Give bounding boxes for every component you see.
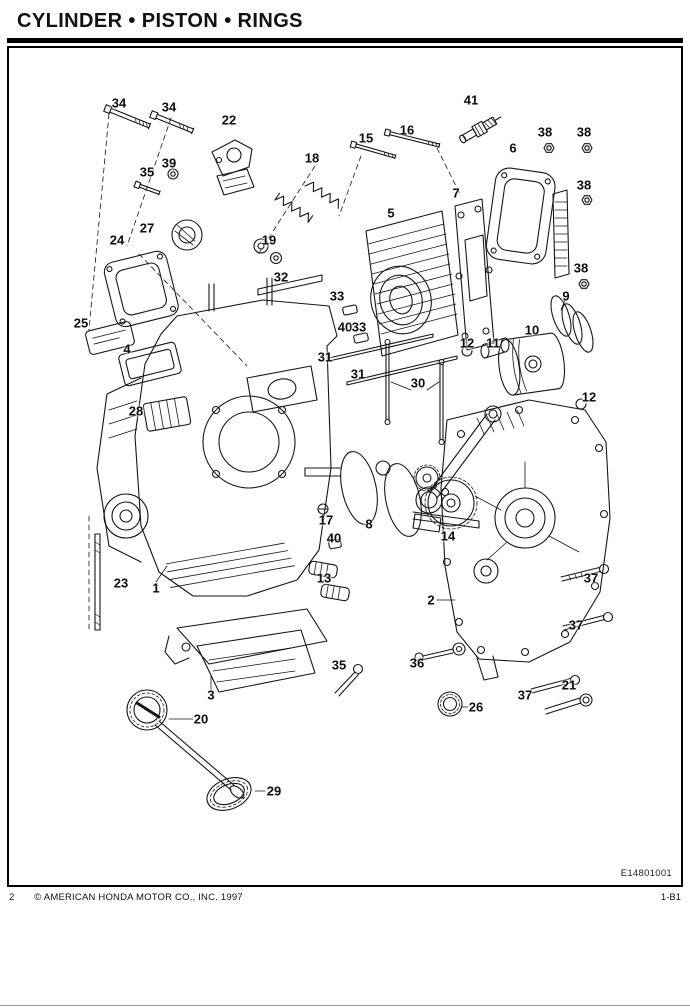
cam-gear-14 — [413, 464, 478, 530]
push-rods-30 — [384, 338, 445, 446]
pan-screw-17 — [317, 503, 329, 525]
exploded-diagram-art — [85, 104, 614, 811]
connecting-rod — [412, 405, 502, 533]
spark-plug — [459, 116, 502, 144]
oil-filler-cap-20 — [126, 689, 168, 731]
fan-shroud — [96, 377, 149, 563]
heat-insulator-28 — [142, 396, 192, 432]
spring-retainers-19 — [253, 238, 283, 265]
grommet-26 — [437, 691, 463, 717]
guide-lines — [88, 113, 462, 633]
name-plate-25 — [85, 321, 135, 355]
bottom-rule — [0, 1005, 690, 1006]
crankcase-left — [134, 277, 338, 597]
page-title: CYLINDER • PISTON • RINGS — [17, 10, 303, 32]
bolt-16 — [383, 128, 441, 149]
piston — [498, 332, 566, 396]
cylinder-studs-31 — [328, 333, 458, 386]
pin-clips-12 — [461, 345, 587, 410]
cylinder-barrel — [365, 210, 459, 357]
valve-cover-24 — [103, 250, 179, 328]
side-cover-plate — [485, 167, 556, 265]
dowel-pins — [328, 304, 369, 550]
diagram-code: E14801001 — [620, 868, 672, 879]
piston-pin — [480, 337, 510, 359]
exhaust-deflector-3 — [164, 608, 328, 693]
crankshaft — [304, 451, 480, 537]
intake-plate — [246, 365, 318, 413]
rocker-rods-32 — [257, 274, 323, 296]
gasket-ring-29 — [206, 777, 252, 811]
footer-copyright: © AMERICAN HONDA MOTOR CO., INC. 1997 — [34, 892, 243, 903]
flange-bolts-34 — [103, 104, 195, 135]
crankcase-cover-right — [440, 399, 611, 681]
footer-page-number: 2 — [9, 892, 15, 903]
cover-bolts — [334, 563, 614, 715]
stud-bolt-23 — [94, 533, 101, 631]
cover-fin-bracket — [552, 189, 570, 279]
shroud-plate-4 — [118, 341, 182, 387]
page-header: CYLINDER • PISTON • RINGS — [7, 8, 683, 43]
footer-section-code: 1-B1 — [660, 892, 681, 903]
bolt-35-top — [133, 180, 161, 196]
page-footer: 2 © AMERICAN HONDA MOTOR CO., INC. 1997 … — [9, 892, 681, 903]
cylinder-head-plate — [454, 198, 495, 351]
valve-springs-18 — [274, 181, 340, 223]
dipstick — [154, 720, 245, 799]
piston-rings — [550, 295, 594, 353]
washer-39 — [167, 168, 179, 180]
rocker-pivot-27 — [171, 219, 203, 251]
breather-assembly — [211, 139, 255, 196]
tappets-13 — [308, 560, 350, 602]
bolt-15 — [349, 140, 397, 160]
manual-page: CYLINDER • PISTON • RINGS — [0, 8, 690, 1008]
hex-nuts-38 — [543, 143, 593, 289]
leader-lines — [155, 299, 566, 792]
